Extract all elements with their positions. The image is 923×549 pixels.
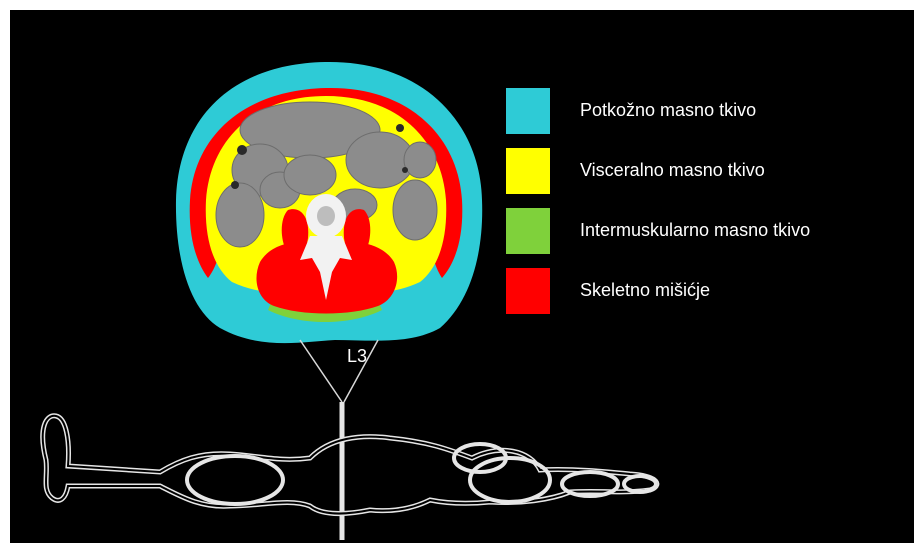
body-silhouette-inner: [43, 416, 657, 514]
psoas-muscle-right: [344, 209, 371, 255]
diagram-frame: L3 Potkožno masno tkivo Visceralno masno…: [10, 10, 914, 543]
legend-swatch: [506, 268, 550, 314]
legend-label: Skeletno mišićje: [580, 280, 710, 301]
psoas-muscle-left: [282, 209, 309, 255]
level-label-l3: L3: [347, 346, 367, 367]
legend-swatch: [506, 208, 550, 254]
legend-label: Potkožno masno tkivo: [580, 100, 756, 121]
legend-swatch: [506, 88, 550, 134]
legend-item-skeletal-muscle: Skeletno mišićje: [506, 268, 906, 314]
legend-label: Visceralno masno tkivo: [580, 160, 765, 181]
legend-item-subcutaneous-fat: Potkožno masno tkivo: [506, 88, 906, 134]
legend-label: Intermuskularno masno tkivo: [580, 220, 810, 241]
legend-swatch: [506, 148, 550, 194]
legend-item-intermuscular-fat: Intermuskularno masno tkivo: [506, 208, 906, 254]
legend-item-visceral-fat: Visceralno masno tkivo: [506, 148, 906, 194]
vertebral-body-core: [317, 206, 335, 226]
organ-outlines: [187, 444, 656, 504]
